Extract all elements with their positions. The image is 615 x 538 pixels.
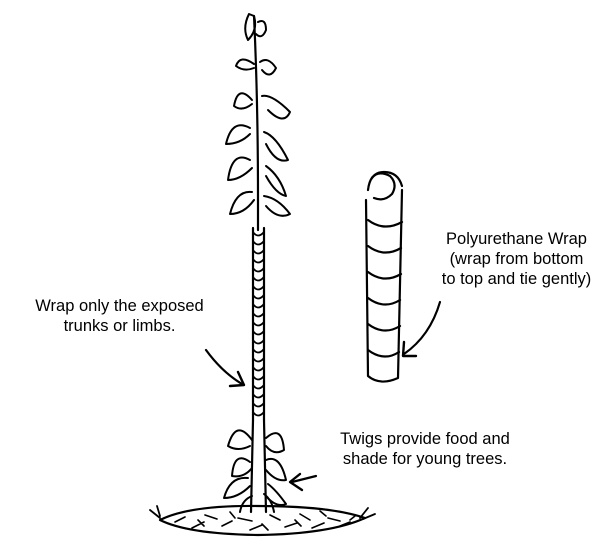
label-line: trunks or limbs. [2,316,237,336]
lower-trunk [251,420,266,512]
label-wrap-exposed: Wrap only the exposed trunks or limbs. [2,296,237,336]
arrow-polyurethane [403,302,440,356]
label-line: shade for young trees. [300,449,550,469]
arrow-wrap-exposed [206,350,244,386]
wrapped-trunk [253,228,264,420]
label-line: (wrap from bottom [418,249,615,269]
arrow-twigs [290,474,316,490]
label-line: Wrap only the exposed [2,296,237,316]
label-twigs: Twigs provide food and shade for young t… [300,429,550,469]
ground-mound [150,506,375,535]
lower-twigs [224,430,286,512]
label-line: Polyurethane Wrap [418,229,615,249]
polyurethane-wrap-roll [366,172,402,382]
label-polyurethane-wrap: Polyurethane Wrap (wrap from bottom to t… [418,229,615,289]
label-line: Twigs provide food and [300,429,550,449]
tree-trunk [254,16,258,230]
label-line: to top and tie gently) [418,269,615,289]
